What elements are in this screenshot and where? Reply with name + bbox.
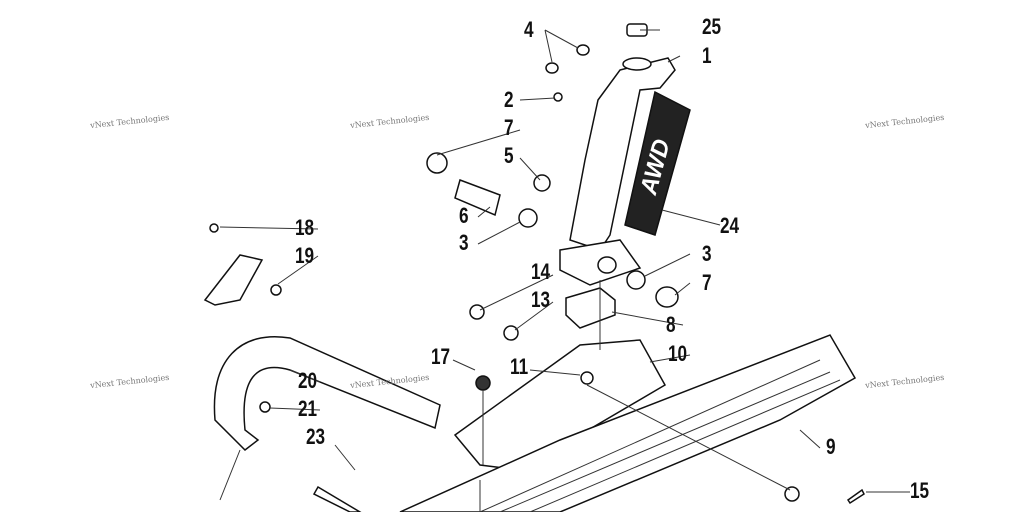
callout-3b: 3 <box>702 241 712 266</box>
callout-15: 15 <box>910 478 930 503</box>
callout-4: 4 <box>524 17 534 42</box>
cap <box>622 57 652 71</box>
callout-2: 2 <box>504 87 514 112</box>
callout-7b: 7 <box>702 270 712 295</box>
callout-6: 6 <box>459 203 469 228</box>
callout-21: 21 <box>298 396 318 421</box>
callout-18: 18 <box>295 215 315 240</box>
callout-8: 8 <box>666 312 676 337</box>
callout-3: 3 <box>459 230 469 255</box>
callout-17: 17 <box>431 344 451 369</box>
callout-13: 13 <box>531 287 551 312</box>
callout-23: 23 <box>306 424 326 449</box>
callout-1: 1 <box>702 43 712 68</box>
callout-24: 24 <box>720 213 740 238</box>
callout-19: 19 <box>295 243 315 268</box>
callout-9: 9 <box>826 434 836 459</box>
spindle <box>569 57 676 251</box>
callout-11: 11 <box>510 354 529 379</box>
callout-7: 7 <box>504 115 514 140</box>
callout-5: 5 <box>504 143 514 168</box>
callout-10: 10 <box>668 341 688 366</box>
callout-25: 25 <box>702 14 722 39</box>
spindle-decal <box>624 90 691 236</box>
callout-20: 20 <box>298 368 318 393</box>
callout-14: 14 <box>531 259 551 284</box>
